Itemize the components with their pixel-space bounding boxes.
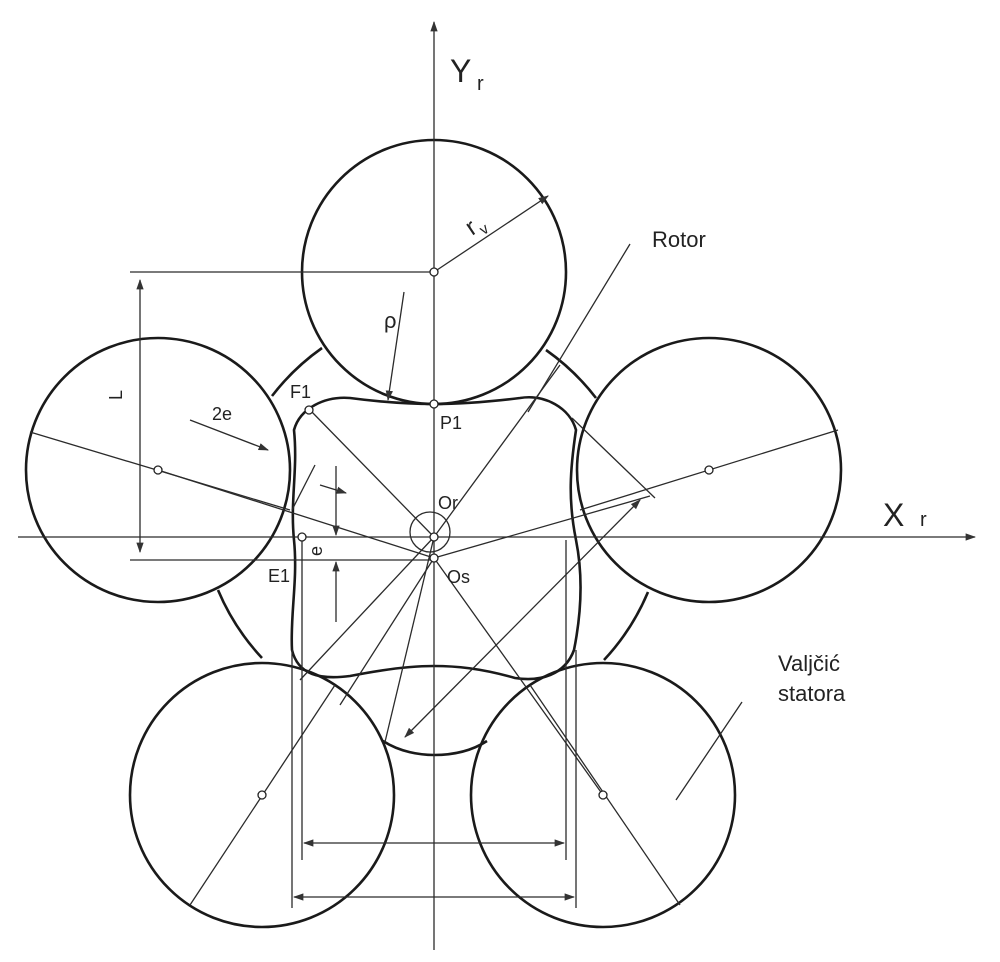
rotor-bottom-lobe (382, 739, 488, 757)
or-marker-circle (409, 511, 451, 553)
rotor-label: Rotor (652, 227, 706, 252)
point-Os (429, 553, 439, 563)
x-axis-sub: r (920, 509, 927, 531)
roller-left (24, 336, 292, 604)
point-P1 (429, 399, 439, 409)
two-e-label: 2e (212, 404, 232, 424)
two-e-arrow-inner (319, 484, 347, 494)
stator-roller-label-line2: statora (778, 681, 846, 706)
stator-leader-line (675, 701, 743, 801)
stator-roller-label-line1: Valjčić (778, 651, 840, 676)
y-axis-label: Y (450, 53, 471, 89)
E1-label: E1 (268, 566, 290, 586)
bottom-dimensions (291, 540, 577, 908)
F1-label: F1 (290, 382, 311, 402)
rho-label: ρ (384, 308, 397, 333)
point-Or (429, 532, 439, 542)
e-label: e (306, 546, 326, 556)
Or-label: Or (438, 493, 458, 513)
roller-radius-label: r v (460, 214, 492, 241)
stator-housing (216, 346, 650, 661)
stator-arc-left (216, 589, 263, 659)
stator-arc-top-left (270, 346, 323, 397)
x-axis-label: X (883, 497, 904, 533)
point-F1 (304, 405, 314, 415)
L-label: L (106, 390, 126, 400)
diagonal-dim-arrow (404, 499, 641, 738)
rotor-construction-lines (291, 364, 656, 743)
point-E1 (297, 532, 307, 542)
Os-label: Os (447, 567, 470, 587)
dimension-L (130, 271, 434, 561)
roller-radius-line (433, 195, 549, 273)
points (153, 267, 714, 800)
P1-label: P1 (440, 413, 462, 433)
roller-bottom-left (128, 661, 396, 929)
two-e-arrow (189, 419, 269, 451)
y-axis-sub: r (477, 73, 484, 95)
stator-arc-right (603, 591, 650, 661)
rho-leader-line (385, 291, 405, 402)
roller-right (575, 336, 843, 604)
stator-arc-top-right (545, 348, 598, 399)
rotor-leader-line (527, 243, 631, 413)
